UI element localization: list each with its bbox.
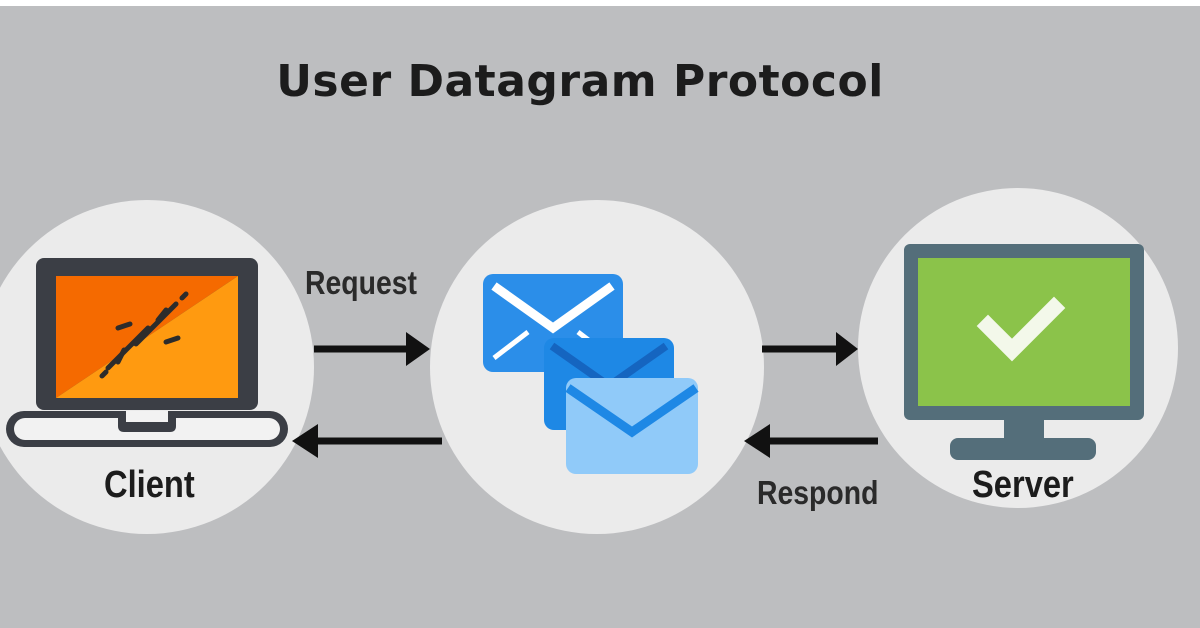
request-arrow-left [314,332,430,366]
request-label: Request [305,264,417,301]
client-label: Client [104,464,195,506]
respond-label: Respond [757,474,879,511]
server-label: Server [972,464,1074,506]
laptop-icon [6,258,288,447]
respond-arrow-right [744,424,878,458]
envelopes-icon [483,274,699,474]
request-arrow-right [762,332,858,366]
diagram-title: User Datagram Protocol [276,56,884,107]
monitor-check-icon [904,244,1144,460]
diagram-canvas: User Datagram Protocol [0,6,1200,628]
respond-arrow-left [292,424,442,458]
